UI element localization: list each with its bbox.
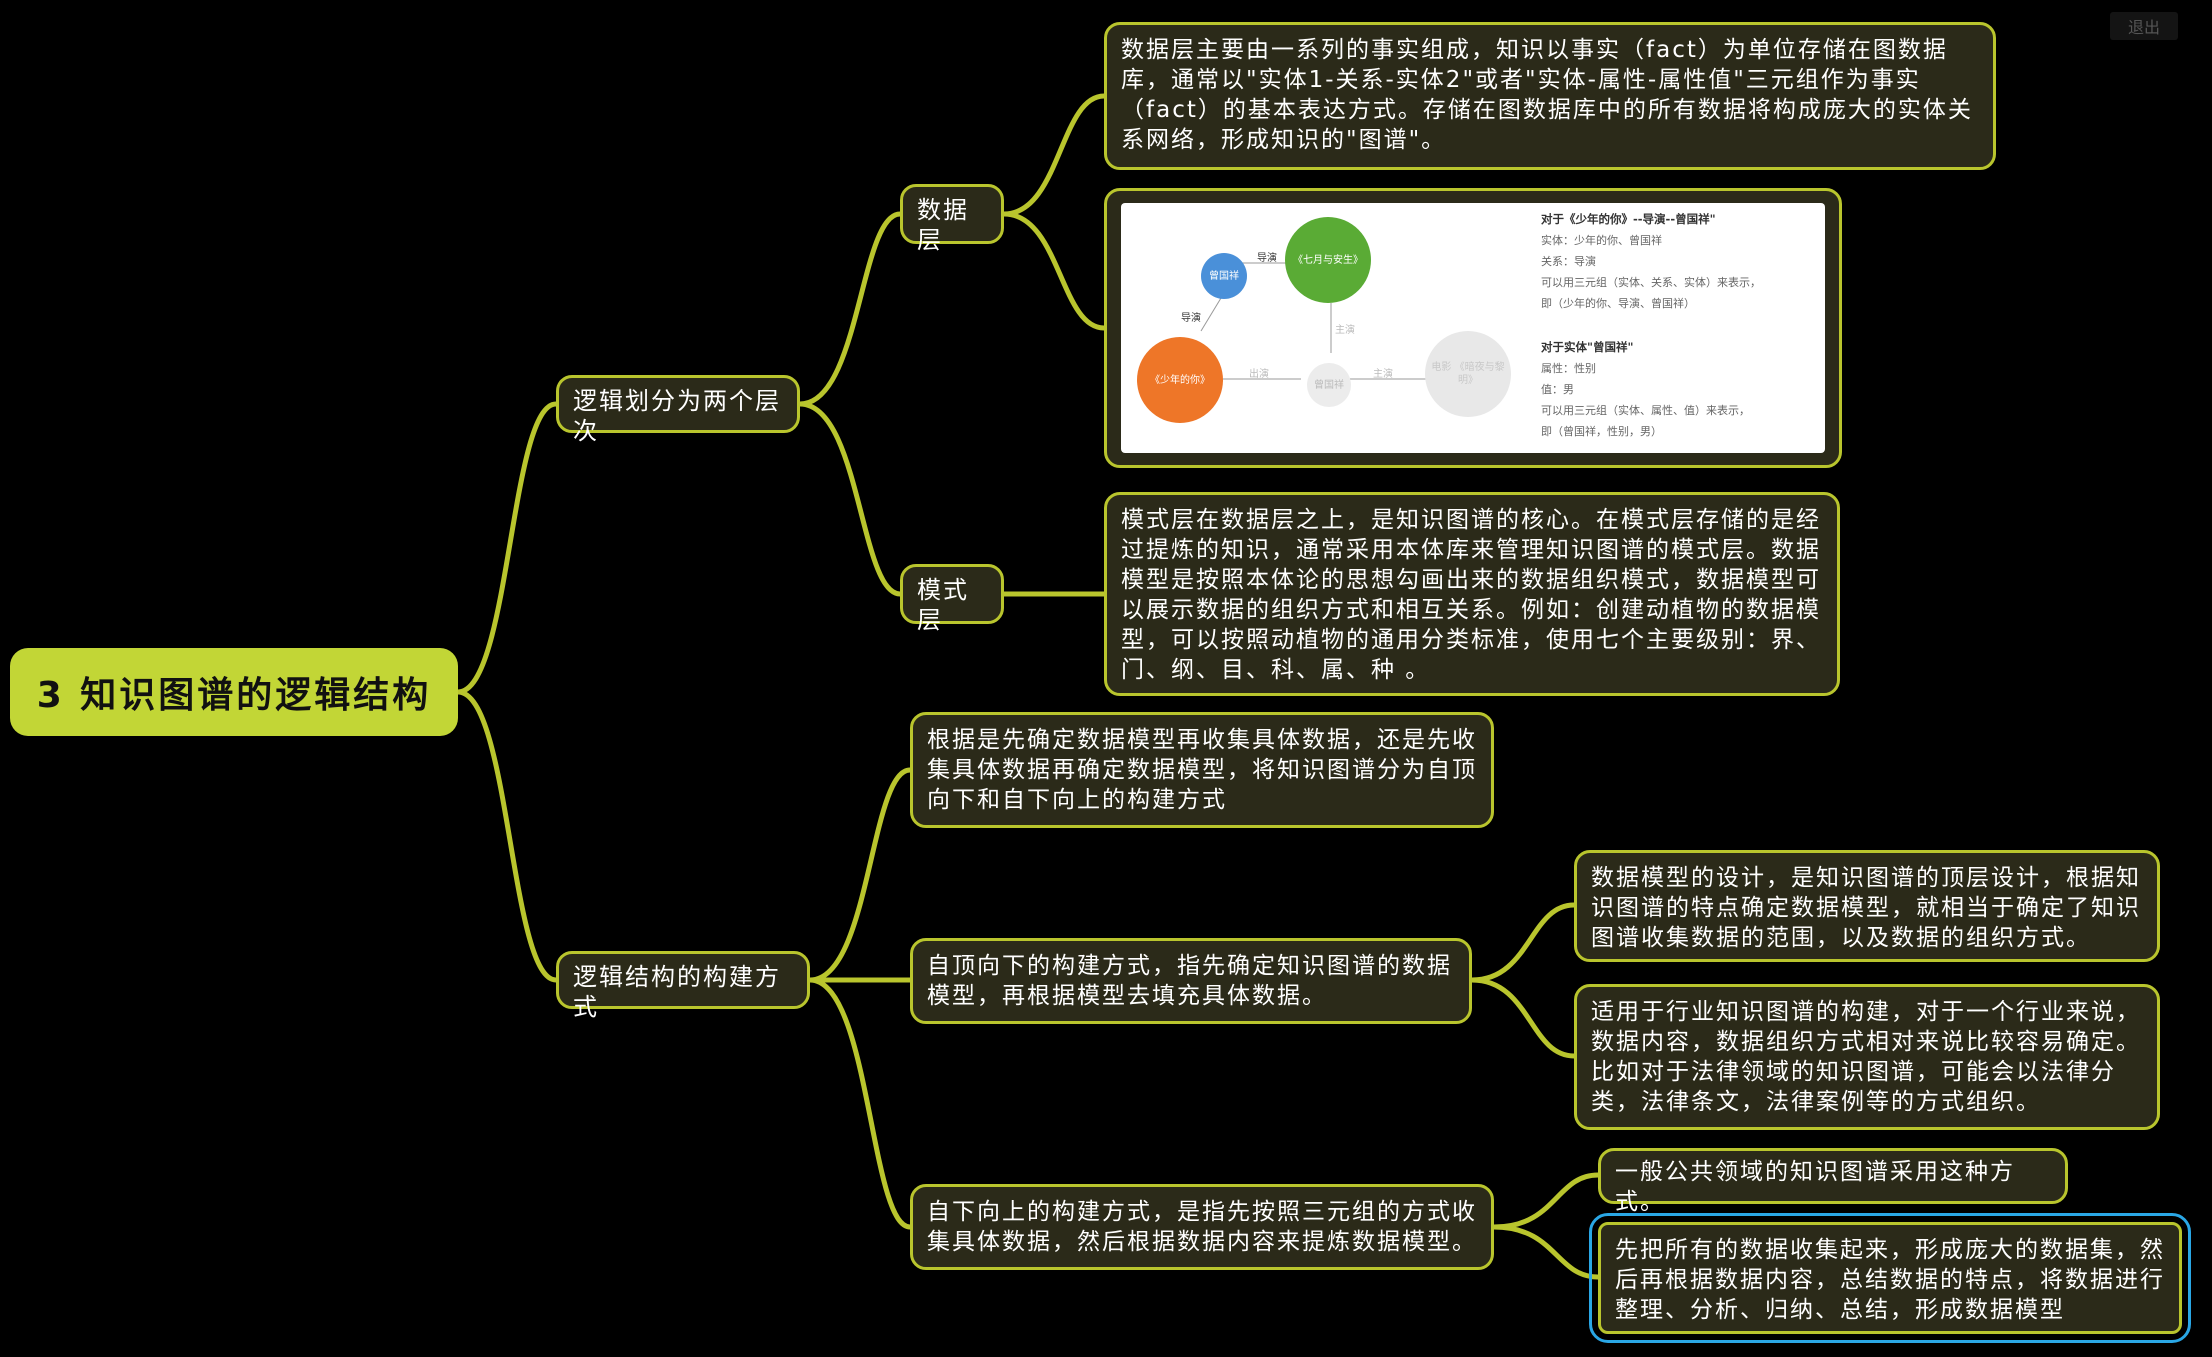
- link-construction-intro: [807, 767, 913, 983]
- link-data-image: [1001, 211, 1107, 331]
- link-construction-bottomup: [807, 977, 913, 1230]
- topic-bottom-up[interactable]: 自下向上的构建方式，是指先按照三元组的方式收集具体数据，然后根据数据内容来提炼数…: [910, 1184, 1494, 1270]
- data-layer-description[interactable]: 数据层主要由一系列的事实组成，知识以事实（fact）为单位存储在图数据库，通常以…: [1104, 22, 1996, 170]
- link-root-layers: [455, 401, 559, 695]
- bottom-up-detail-public[interactable]: 一般公共领域的知识图谱采用这种方式。: [1598, 1148, 2068, 1215]
- image-text-block-2-title: 对于实体"曾国祥": [1541, 340, 1634, 354]
- link-layers-data: [797, 211, 903, 407]
- topic-schema-layer[interactable]: 模式层: [900, 564, 1004, 634]
- data-layer-image-node[interactable]: 曾国祥 《七月与安生》 《少年的你》 曾国祥 电影 《暗夜与黎明》 导演 导演 …: [1104, 188, 1842, 468]
- image-edges: [1200, 262, 1431, 380]
- topic-construction-methods[interactable]: 逻辑结构的构建方式: [556, 951, 810, 1021]
- top-down-detail-industry[interactable]: 适用于行业知识图谱的构建，对于一个行业来说，数据内容，数据组织方式相对来说比较容…: [1574, 984, 2160, 1130]
- image-text-line: 实体：少年的你、曾国祥: [1541, 234, 1662, 247]
- image-text-line: 即（曾国祥，性别，男）: [1541, 425, 1662, 438]
- construction-intro[interactable]: 根据是先确定数据模型再收集具体数据，还是先收集具体数据再确定数据模型，将知识图谱…: [910, 712, 1494, 828]
- schema-layer-description[interactable]: 模式层在数据层之上，是知识图谱的核心。在模式层存储的是经过提炼的知识，通常采用本…: [1104, 492, 1840, 696]
- image-text-line: 值：男: [1541, 383, 1574, 396]
- link-bottomup-2: [1491, 1224, 1601, 1280]
- edge-label-director-top: 导演: [1257, 253, 1277, 264]
- edge-label-faint-1: 出演: [1249, 369, 1269, 380]
- link-topdown-2: [1469, 977, 1577, 1059]
- node-faint-movie: 电影 《暗夜与黎明》: [1425, 331, 1511, 417]
- node-faint-center: 曾国祥: [1307, 363, 1351, 407]
- triple-example-image: 曾国祥 《七月与安生》 《少年的你》 曾国祥 电影 《暗夜与黎明》 导演 导演 …: [1121, 203, 1825, 453]
- bottom-up-detail-process[interactable]: 先把所有的数据收集起来，形成庞大的数据集，然后再根据数据内容，总结数据的特点，将…: [1589, 1213, 2191, 1343]
- exit-button[interactable]: 退出: [2110, 12, 2178, 40]
- image-text-block-1-title: 对于《少年的你》--导演--曾国祥": [1541, 212, 1716, 226]
- link-bottomup-1: [1491, 1172, 1601, 1230]
- node-shaonian: 《少年的你》: [1137, 337, 1223, 423]
- edge-label-director-left: 导演: [1181, 313, 1201, 324]
- image-text-line: 可以用三元组（实体、关系、实体）来表示，: [1541, 276, 1761, 289]
- edge-label-faint-2: 主演: [1373, 369, 1393, 380]
- image-text-line: 属性：性别: [1541, 362, 1596, 375]
- link-topdown-1: [1469, 902, 1577, 983]
- link-layers-schema: [797, 401, 903, 597]
- image-text-line: 关系：导演: [1541, 255, 1596, 268]
- node-zengguoxiang: 曾国祥: [1201, 253, 1247, 299]
- image-text-line: 即（少年的你、导演、曾国祥）: [1541, 297, 1695, 310]
- image-text-block-2: 对于实体"曾国祥" 属性：性别 值：男 可以用三元组（实体、属性、值）来表示， …: [1541, 337, 1821, 442]
- top-down-detail-design[interactable]: 数据模型的设计，是知识图谱的顶层设计，根据知识图谱的特点确定数据模型，就相当于确…: [1574, 850, 2160, 962]
- topic-logical-layers[interactable]: 逻辑划分为两个层次: [556, 375, 800, 445]
- link-root-construction: [455, 689, 559, 983]
- link-data-desc: [1001, 93, 1107, 217]
- root-topic[interactable]: 3 知识图谱的逻辑结构: [10, 648, 458, 736]
- image-text-block-1: 对于《少年的你》--导演--曾国祥" 实体：少年的你、曾国祥 关系：导演 可以用…: [1541, 209, 1821, 314]
- edge-label-faint-3: 主演: [1335, 325, 1355, 336]
- topic-top-down[interactable]: 自顶向下的构建方式，指先确定知识图谱的数据模型，再根据模型去填充具体数据。: [910, 938, 1472, 1024]
- node-qiyue: 《七月与安生》: [1285, 217, 1371, 303]
- topic-data-layer[interactable]: 数据层: [900, 184, 1004, 254]
- image-text-line: 可以用三元组（实体、属性、值）来表示，: [1541, 404, 1750, 417]
